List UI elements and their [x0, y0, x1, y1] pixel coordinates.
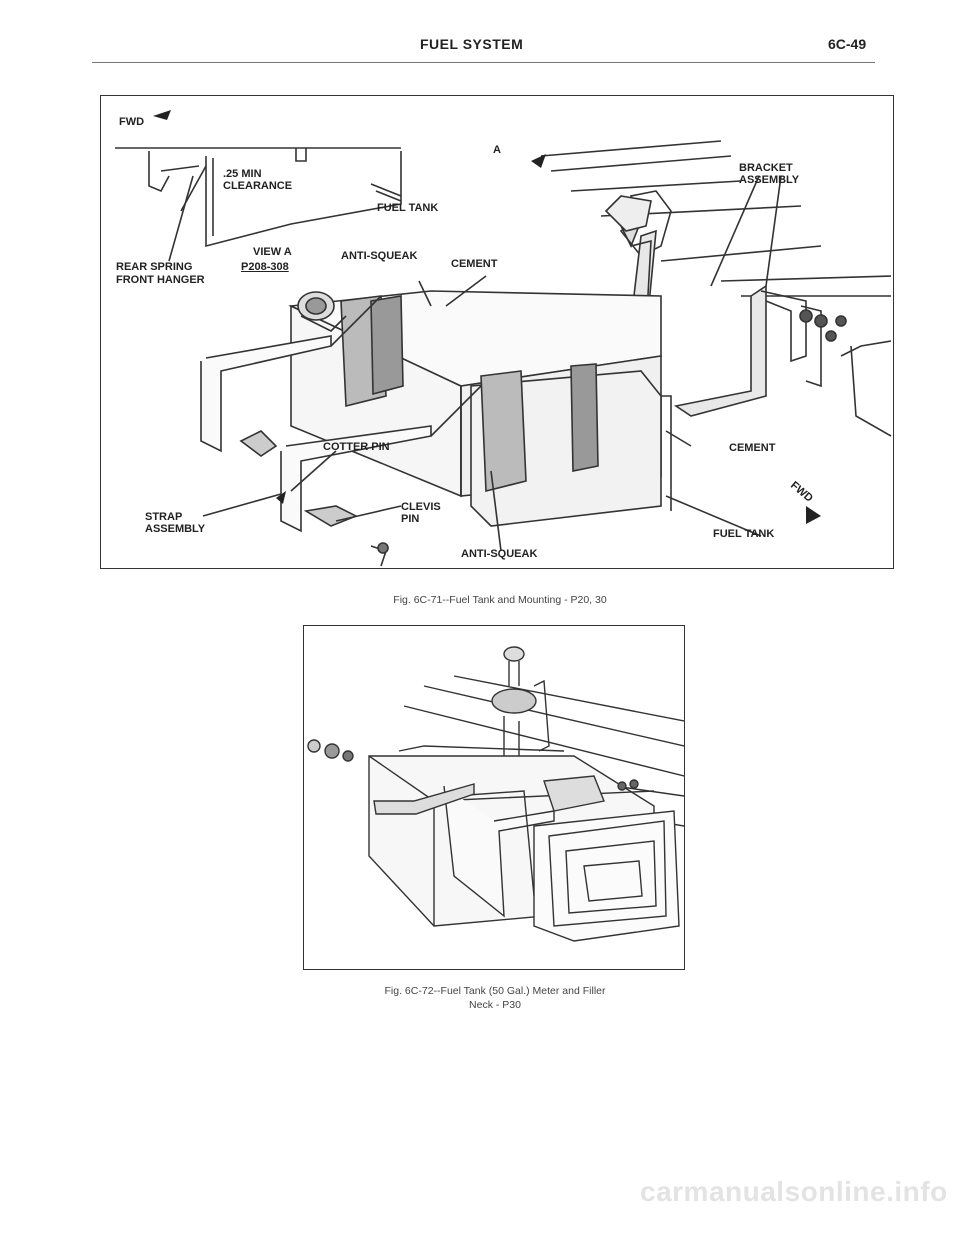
fuel-tank-label-bottom: FUEL TANK — [713, 528, 775, 540]
strap-label: STRAP — [145, 511, 183, 523]
fwd-label-top: FWD — [119, 116, 145, 128]
front-hanger-label: FRONT HANGER — [116, 274, 205, 286]
cotter-pin-label: COTTER PIN — [323, 441, 390, 453]
anti-squeak-label-top: ANTI-SQUEAK — [341, 250, 418, 262]
pin-label: PIN — [401, 513, 420, 525]
bracket-label: BRACKET — [739, 162, 793, 174]
fuel-tank-meter-illustration — [307, 646, 684, 942]
header-rule — [92, 62, 875, 63]
fuel-tank-illustration — [115, 110, 892, 567]
section-title: FUEL SYSTEM — [420, 36, 524, 52]
figure2-caption-line2: Neck - P30 — [469, 999, 521, 1011]
cement-label-right: CEMENT — [729, 442, 776, 454]
cement-label-top: CEMENT — [451, 258, 498, 270]
page-number: 6C-49 — [828, 36, 867, 52]
clearance-label: CLEARANCE — [223, 180, 293, 192]
clevis-label: CLEVIS — [401, 501, 441, 513]
anti-squeak-label-bottom: ANTI-SQUEAK — [461, 548, 538, 560]
view-code-label: P208-308 — [241, 261, 289, 273]
fuel-tank-label-top: FUEL TANK — [377, 202, 439, 214]
figure-fuel-tank-meter-filler — [303, 625, 685, 970]
bracket-assembly-label: ASSEMBLY — [739, 174, 800, 186]
min-clearance-label: .25 MIN — [223, 168, 262, 180]
rear-spring-label: REAR SPRING — [116, 261, 193, 273]
a-marker-label: A — [493, 144, 501, 156]
figure2-caption: Fig. 6C-72--Fuel Tank (50 Gal.) Meter an… — [330, 984, 660, 1012]
figure-fuel-tank-mounting: FWD .25 MIN CLEARANCE FUEL TANK VIEW A P… — [100, 95, 894, 569]
figure2-caption-line1: Fig. 6C-72--Fuel Tank (50 Gal.) Meter an… — [384, 985, 606, 997]
strap-assembly-label: ASSEMBLY — [145, 523, 206, 535]
figure1-caption: Fig. 6C-71--Fuel Tank and Mounting - P20… — [393, 594, 607, 606]
view-a-label: VIEW A — [253, 246, 292, 258]
watermark: carmanualsonline.info — [640, 1176, 948, 1207]
